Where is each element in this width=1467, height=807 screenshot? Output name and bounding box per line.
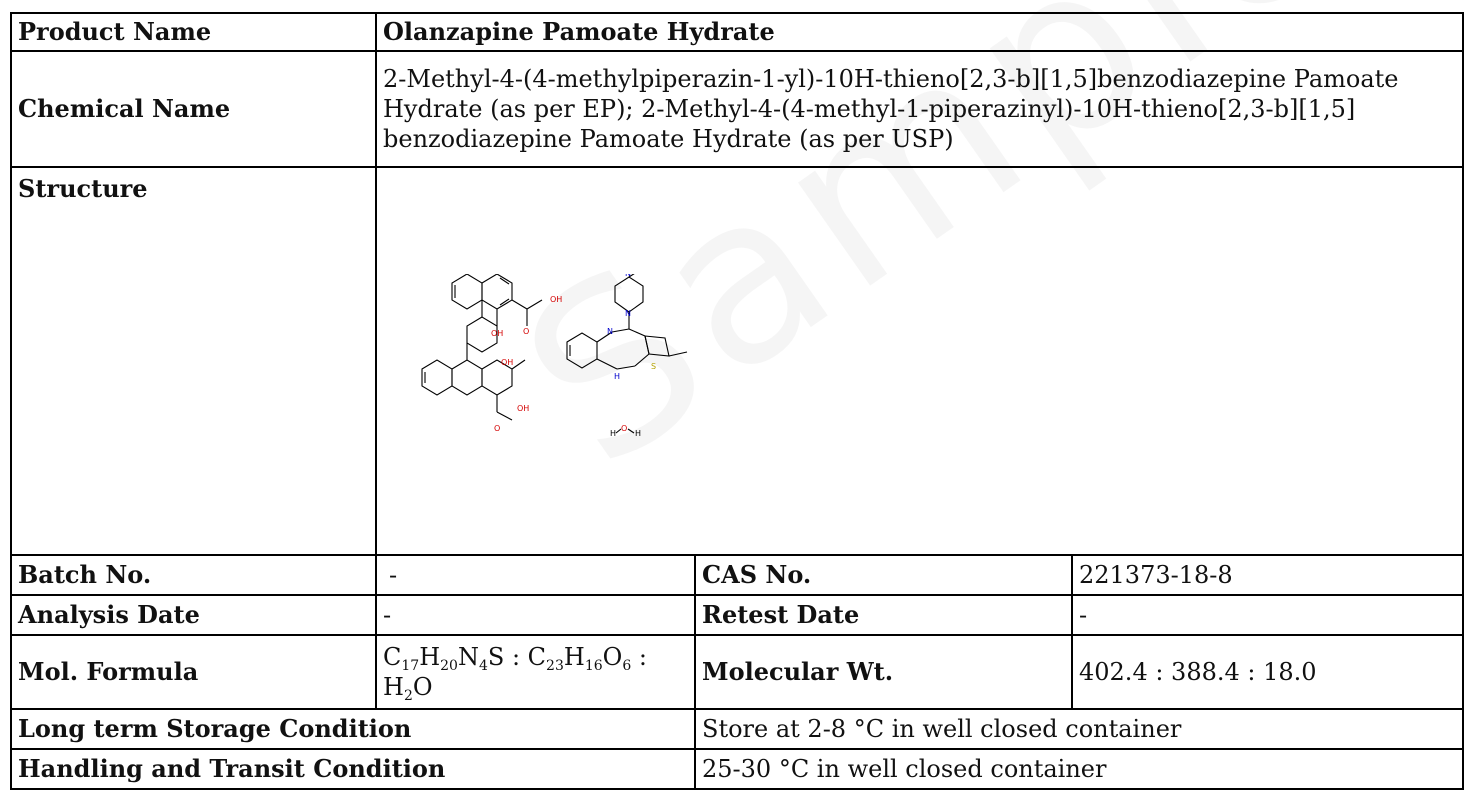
molecular-wt-value: 402.4 : 388.4 : 18.0	[1071, 634, 1464, 710]
molecular-wt-label: Molecular Wt.	[694, 634, 1073, 710]
row-batch-cas: Batch No. - CAS No. 221373-18-8	[10, 554, 1464, 596]
atom-n-2: N	[625, 309, 631, 318]
batch-no-value: -	[375, 554, 696, 596]
batch-no-label: Batch No.	[10, 554, 377, 596]
row-storage: Long term Storage Condition Store at 2-8…	[10, 708, 1464, 750]
analysis-date-value: -	[375, 594, 696, 636]
row-handling: Handling and Transit Condition 25-30 °C …	[10, 748, 1464, 790]
chemical-name-value: 2-Methyl-4-(4-methylpiperazin-1-yl)-10H-…	[375, 50, 1464, 168]
atom-o-2: O	[494, 424, 500, 433]
coa-table: Product Name Olanzapine Pamoate Hydrate …	[10, 12, 1464, 790]
storage-condition-label: Long term Storage Condition	[10, 708, 696, 750]
atom-o-water: O	[621, 424, 627, 433]
cas-no-label: CAS No.	[694, 554, 1073, 596]
upper-naphthalene	[451, 274, 543, 353]
mol-formula-value: C17H20N4S : C23H16O6 :H2O	[375, 634, 696, 710]
lower-naphthalene	[421, 343, 526, 421]
cas-no-value: 221373-18-8	[1071, 554, 1464, 596]
structure-cell: OH O OH OH OH O N N N H S H O H	[375, 166, 1464, 556]
chemical-name-label: Chemical Name	[10, 50, 377, 168]
retest-date-label: Retest Date	[694, 594, 1073, 636]
storage-condition-value: Store at 2-8 °C in well closed container	[694, 708, 1464, 750]
atom-oh-4: OH	[517, 404, 529, 413]
atom-oh-3: OH	[501, 358, 513, 367]
atom-o-1: O	[523, 327, 529, 336]
product-name-label: Product Name	[10, 12, 377, 52]
atom-n-1: N	[607, 327, 613, 336]
structure-label: Structure	[10, 166, 377, 556]
handling-condition-value: 25-30 °C in well closed container	[694, 748, 1464, 790]
product-name-value: Olanzapine Pamoate Hydrate	[375, 12, 1464, 52]
structure-image: OH O OH OH OH O N N N H S H O H	[421, 274, 688, 438]
row-chemical-name: Chemical Name 2-Methyl-4-(4-methylpipera…	[10, 50, 1464, 168]
atom-nh: H	[614, 372, 620, 381]
atom-h-left: H	[610, 429, 616, 438]
olanzapine-core	[566, 274, 688, 370]
atom-oh-2: OH	[491, 329, 503, 338]
retest-date-value: -	[1071, 594, 1464, 636]
row-dates: Analysis Date - Retest Date -	[10, 594, 1464, 636]
atom-n-3: N	[625, 274, 631, 278]
handling-condition-label: Handling and Transit Condition	[10, 748, 696, 790]
row-structure: Structure	[10, 166, 1464, 556]
row-product-name: Product Name Olanzapine Pamoate Hydrate	[10, 12, 1464, 52]
atom-h-right: H	[635, 429, 641, 438]
atom-s: S	[651, 362, 656, 371]
mol-formula-label: Mol. Formula	[10, 634, 377, 710]
row-formula-mw: Mol. Formula C17H20N4S : C23H16O6 :H2O M…	[10, 634, 1464, 710]
atom-oh-1: OH	[550, 295, 562, 304]
analysis-date-label: Analysis Date	[10, 594, 377, 636]
